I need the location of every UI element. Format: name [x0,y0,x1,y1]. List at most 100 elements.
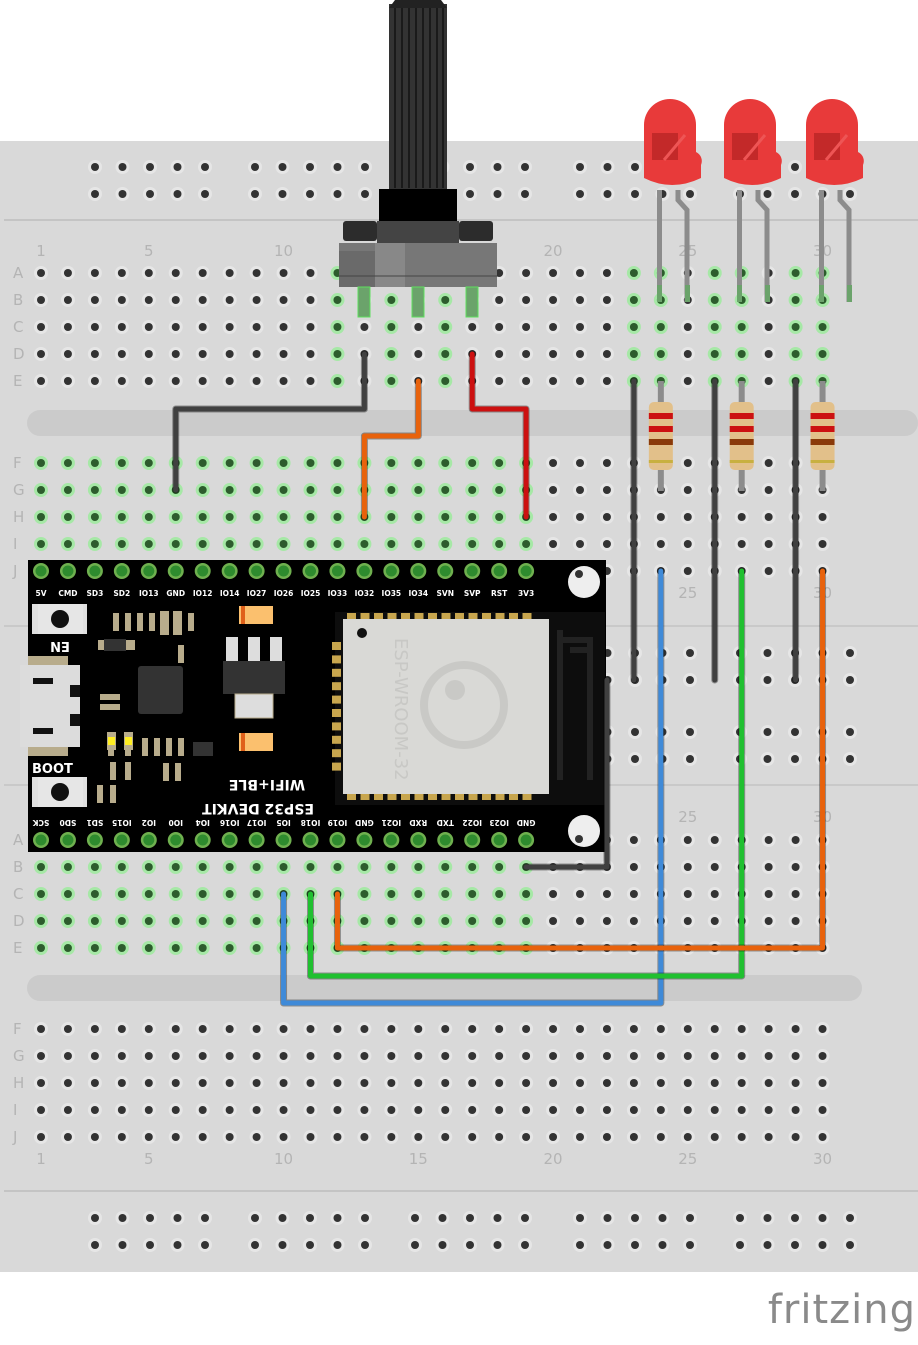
breadboard-hole[interactable] [549,486,558,494]
breadboard-hole[interactable] [602,1079,611,1087]
breadboard-hole[interactable] [764,350,773,358]
breadboard-hole[interactable] [493,1214,502,1222]
breadboard-hole[interactable] [198,1133,207,1141]
breadboard-hole[interactable] [171,1025,180,1033]
breadboard-hole[interactable] [764,459,773,467]
breadboard-hole[interactable] [737,513,746,521]
breadboard-hole[interactable] [63,377,72,385]
breadboard-hole[interactable] [710,323,719,331]
breadboard-hole[interactable] [603,1214,612,1222]
breadboard-hole[interactable] [763,649,772,657]
breadboard-hole[interactable] [521,163,529,171]
breadboard-hole[interactable] [414,917,423,925]
breadboard-hole[interactable] [333,1025,342,1033]
breadboard-hole[interactable] [333,1052,342,1060]
breadboard-hole[interactable] [63,1106,72,1114]
breadboard-hole[interactable] [360,917,369,925]
breadboard-hole[interactable] [279,459,288,467]
breadboard-hole[interactable] [686,728,694,736]
breadboard-hole[interactable] [252,917,261,925]
breadboard-hole[interactable] [495,1052,504,1060]
breadboard-hole[interactable] [522,917,531,925]
breadboard-hole[interactable] [171,350,180,358]
breadboard-hole[interactable] [146,163,154,171]
breadboard-hole[interactable] [198,323,207,331]
breadboard-hole[interactable] [360,890,369,898]
breadboard-hole[interactable] [387,377,396,385]
breadboard-hole[interactable] [495,540,504,548]
breadboard-hole[interactable] [549,917,558,925]
breadboard-hole[interactable] [37,1079,45,1087]
breadboard-hole[interactable] [63,323,72,331]
breadboard-hole[interactable] [279,1106,288,1114]
breadboard-hole[interactable] [602,350,611,358]
breadboard-hole[interactable] [686,190,694,198]
breadboard-hole[interactable] [629,296,638,304]
breadboard-hole[interactable] [279,513,288,521]
breadboard-hole[interactable] [549,459,558,467]
breadboard-hole[interactable] [387,513,396,521]
breadboard-hole[interactable] [37,459,45,467]
breadboard-hole[interactable] [521,1241,529,1249]
breadboard-hole[interactable] [495,917,504,925]
breadboard-hole[interactable] [306,540,315,548]
breadboard-hole[interactable] [522,350,531,358]
breadboard-hole[interactable] [818,513,827,521]
breadboard-hole[interactable] [37,296,45,304]
breadboard-hole[interactable] [251,1241,259,1249]
breadboard-hole[interactable] [37,1106,45,1114]
breadboard-hole[interactable] [683,1133,692,1141]
breadboard-hole[interactable] [333,1133,342,1141]
breadboard-hole[interactable] [37,323,45,331]
breadboard-hole[interactable] [818,1079,827,1087]
breadboard-hole[interactable] [791,1025,800,1033]
pot-gnd-wire[interactable] [173,351,367,493]
breadboard-hole[interactable] [441,296,450,304]
breadboard-hole[interactable] [306,377,315,385]
breadboard-hole[interactable] [441,1025,450,1033]
breadboard-hole[interactable] [306,486,315,494]
breadboard-hole[interactable] [333,1214,342,1222]
breadboard-hole[interactable] [63,540,72,548]
breadboard-hole[interactable] [818,1052,827,1060]
breadboard-hole[interactable] [387,459,396,467]
breadboard-hole[interactable] [495,513,504,521]
breadboard-hole[interactable] [549,1025,558,1033]
breadboard-hole[interactable] [764,1106,773,1114]
breadboard-hole[interactable] [549,296,558,304]
breadboard-hole[interactable] [764,836,773,844]
breadboard-hole[interactable] [414,1025,423,1033]
breadboard-hole[interactable] [683,323,692,331]
breadboard-hole[interactable] [576,377,584,385]
breadboard-hole[interactable] [658,1214,667,1222]
breadboard-hole[interactable] [91,190,99,198]
breadboard-hole[interactable] [522,323,531,331]
breadboard-hole[interactable] [683,377,692,385]
breadboard-hole[interactable] [90,1133,99,1141]
breadboard-hole[interactable] [522,1025,531,1033]
breadboard-hole[interactable] [279,1133,288,1141]
breadboard-hole[interactable] [91,163,99,171]
breadboard-hole[interactable] [201,1241,209,1249]
breadboard-hole[interactable] [252,1052,261,1060]
breadboard-hole[interactable] [387,1106,396,1114]
breadboard-hole[interactable] [198,486,207,494]
breadboard-hole[interactable] [306,323,315,331]
breadboard-hole[interactable] [117,1052,126,1060]
breadboard-hole[interactable] [763,728,772,736]
breadboard-hole[interactable] [468,1025,477,1033]
breadboard-hole[interactable] [173,190,182,198]
breadboard-hole[interactable] [144,296,153,304]
breadboard-hole[interactable] [631,728,639,736]
breadboard-hole[interactable] [764,1079,773,1087]
breadboard-hole[interactable] [549,540,558,548]
breadboard-hole[interactable] [764,917,773,925]
breadboard-hole[interactable] [576,190,584,198]
breadboard-hole[interactable] [602,917,611,925]
breadboard-hole[interactable] [468,540,477,548]
breadboard-hole[interactable] [306,1133,315,1141]
led[interactable] [806,99,864,302]
breadboard-hole[interactable] [251,190,259,198]
breadboard-hole[interactable] [225,1133,234,1141]
breadboard-hole[interactable] [414,890,423,898]
